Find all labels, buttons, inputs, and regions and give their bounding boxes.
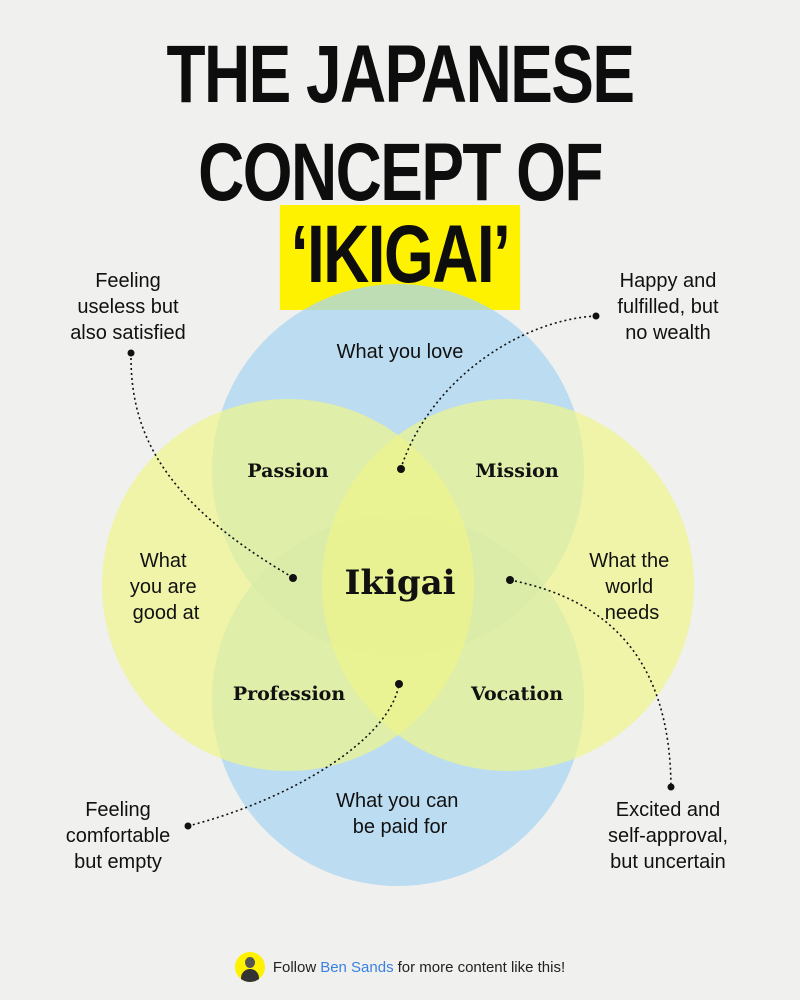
dot-top-right-start (592, 312, 600, 320)
label-ikigai: Ikigai (344, 563, 455, 603)
label-mission: Mission (475, 460, 559, 482)
connector-bottom-right (509, 579, 672, 788)
label-what-you-love: What you love (337, 341, 464, 363)
connector-top-right (400, 315, 597, 469)
connector-dots (127, 312, 675, 830)
dot-bottom-right-start (506, 576, 514, 584)
dot-top-left-start (127, 349, 135, 357)
title-line-1: THE JAPANESE (166, 29, 635, 120)
label-passion: Passion (247, 460, 328, 482)
dot-bottom-left-end (395, 680, 403, 688)
note-top-left: Feeling useless but also satisfied (70, 270, 186, 344)
label-profession: Profession (233, 683, 346, 705)
footer: Follow Ben Sands for more content like t… (0, 952, 800, 982)
dot-top-right-end (397, 465, 405, 473)
footer-prefix: Follow (272, 958, 317, 976)
connector-top-left (130, 352, 293, 578)
dot-bottom-left-start (184, 822, 192, 830)
title-line-2: CONCEPT OF ‘IKIGAI’ (88, 132, 712, 310)
author-link[interactable]: Ben Sands (320, 958, 394, 976)
label-what-you-can-be-paid-for: What you can be paid for (336, 790, 464, 838)
dot-bottom-right-end (667, 783, 675, 791)
circle-what-the-world-needs (322, 399, 694, 771)
label-what-the-world-needs: What the world needs (589, 550, 675, 624)
dot-top-left-end (289, 574, 297, 582)
connectors (130, 315, 672, 827)
circles (102, 284, 694, 886)
label-what-you-are-good-at: What you are good at (130, 550, 202, 624)
label-vocation: Vocation (470, 683, 563, 705)
footer-suffix: for more content like this! (397, 958, 566, 976)
note-bottom-left: Feeling comfortable but empty (65, 799, 171, 873)
profile-photo-icon (234, 952, 265, 982)
note-top-right: Happy and fulfilled, but no wealth (617, 270, 719, 344)
connector-bottom-left (187, 683, 400, 827)
note-bottom-right: Excited and self-approval, but uncertain (607, 799, 729, 873)
title-line-2-prefix: CONCEPT OF (198, 127, 603, 218)
